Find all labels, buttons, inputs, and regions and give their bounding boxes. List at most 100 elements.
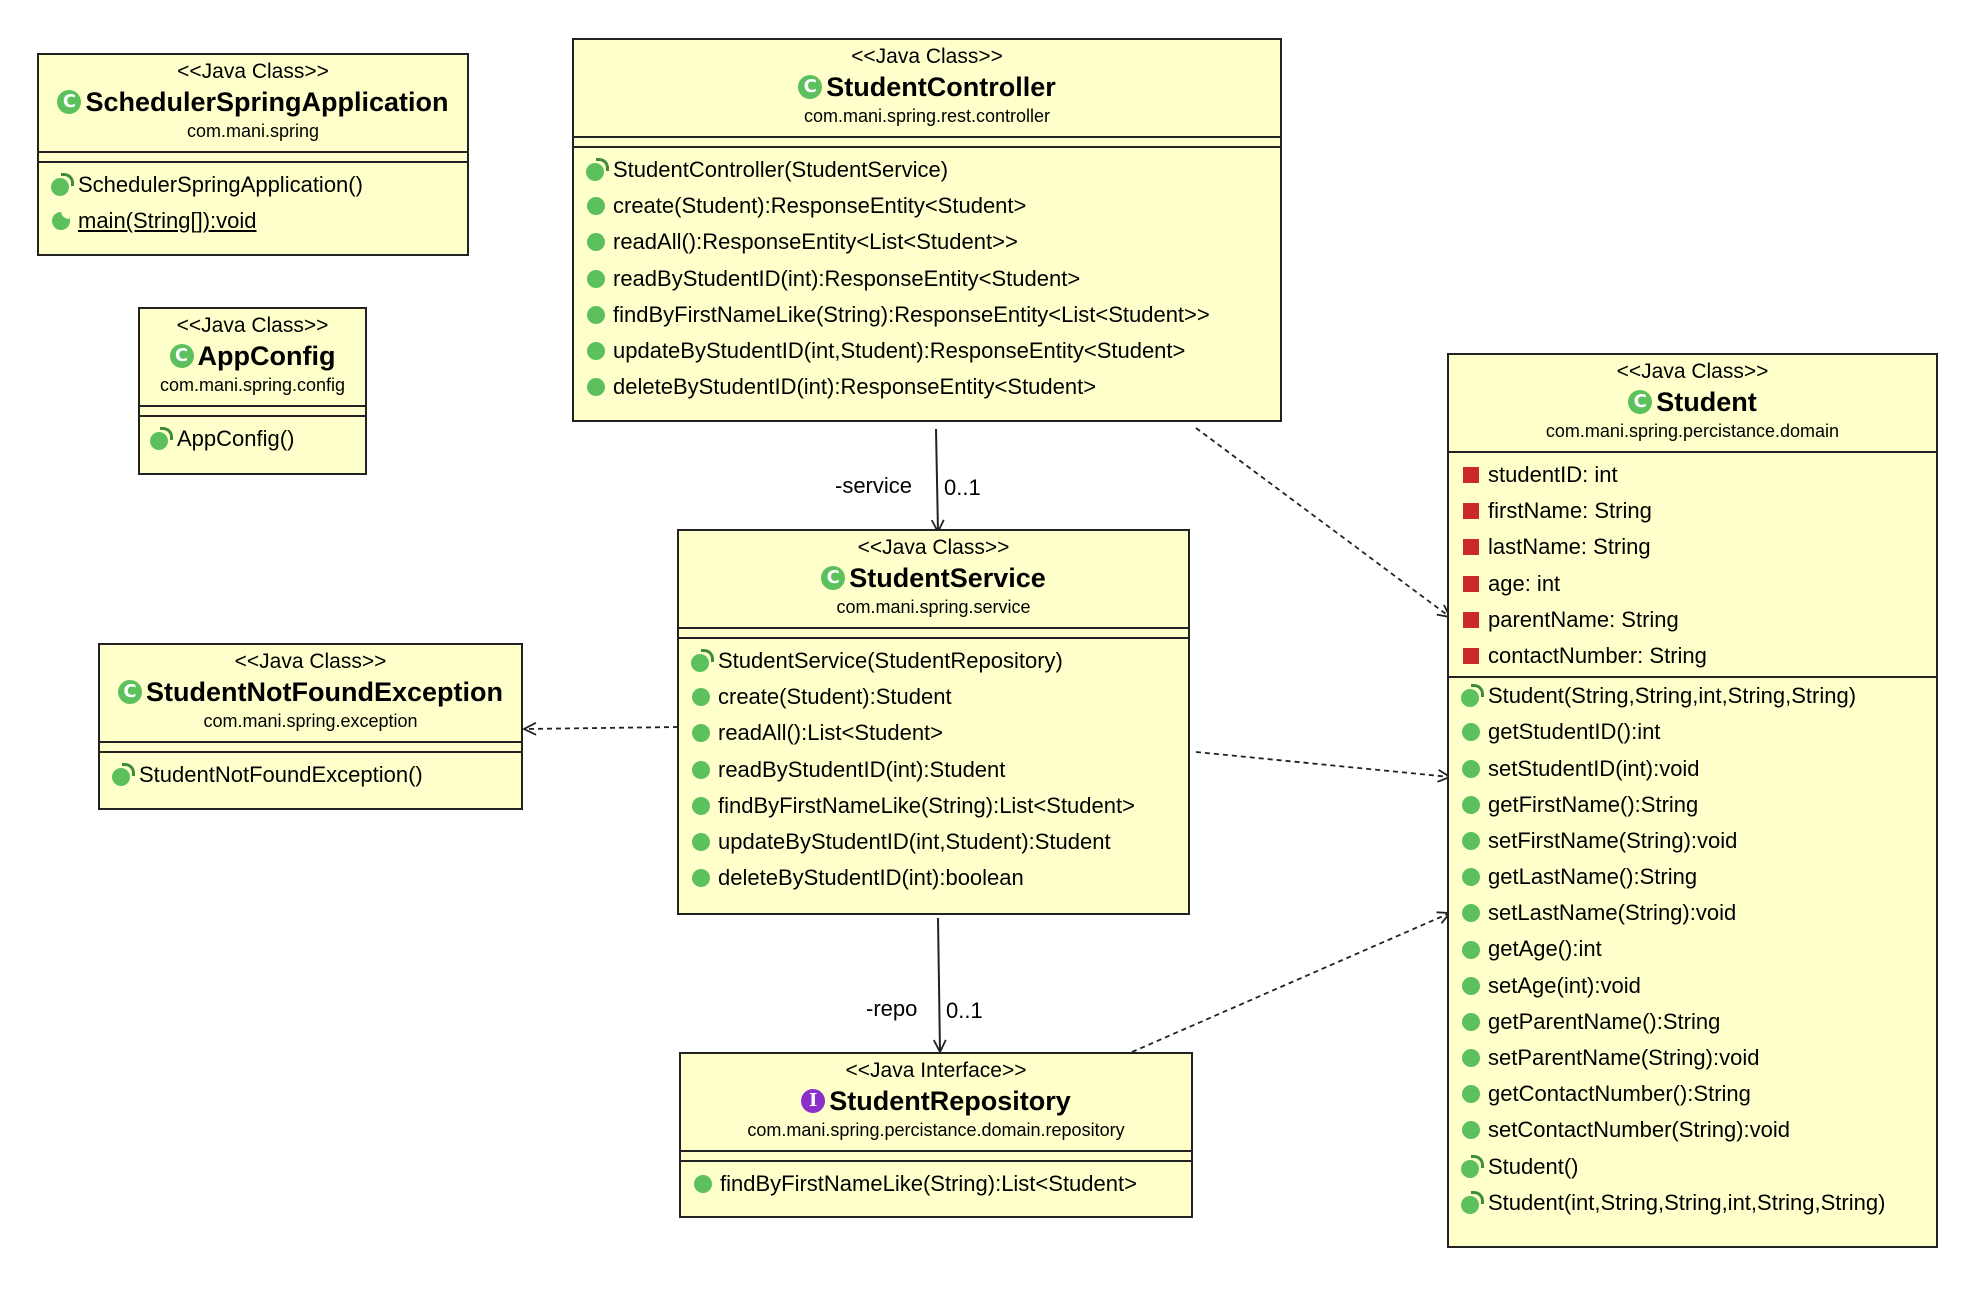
interface-name: I StudentRepository [681,1084,1191,1118]
association-role-repo: -repo [866,996,918,1021]
methods-compartment: Student(String,String,int,String,String)… [1449,678,1936,1225]
public-method-icon [691,796,711,816]
constructor-icon [691,649,714,673]
method-row: setAge(int):void [1461,968,1936,1004]
class-name: C SchedulerSpringApplication [39,85,467,119]
private-field-icon [1461,574,1481,594]
static-method-icon [51,211,71,231]
divider [574,136,1280,148]
method-row: getStudentID():int [1461,714,1936,750]
class-name: C StudentService [679,561,1188,595]
public-method-icon [691,687,711,707]
public-method-icon [586,196,606,216]
method-row: findByFirstNameLike(String):ResponseEnti… [586,297,1280,333]
method-row: setContactNumber(String):void [1461,1112,1936,1148]
class-student[interactable]: <<Java Class>> C Student com.mani.spring… [1447,353,1938,1248]
stereotype: <<Java Class>> [176,314,329,337]
method-row: getContactNumber():String [1461,1076,1936,1112]
public-method-icon [691,868,711,888]
constructor-icon [1461,684,1484,708]
class-icon: C [821,566,846,590]
public-method-icon [586,377,606,397]
method-row: updateByStudentID(int,Student):Student [691,824,1188,860]
method-row: readByStudentID(int):Student [691,752,1188,788]
constructor-icon [51,173,74,197]
class-icon: C [798,75,823,99]
package-name: com.mani.spring.percistance.domain [1545,421,1840,441]
method-row: getFirstName():String [1461,787,1936,823]
divider [39,151,467,163]
public-method-icon [1461,831,1481,851]
method-row: getParentName():String [1461,1004,1936,1040]
stereotype: <<Java Class>> [1616,360,1769,383]
field-row: studentID: int [1461,457,1936,493]
constructor-icon [112,763,135,787]
public-method-icon [693,1174,713,1194]
field-row: firstName: String [1461,493,1936,529]
divider [1449,451,1936,453]
divider [140,405,365,417]
stereotype: <<Java Class>> [234,650,387,673]
constructor-icon [150,427,173,451]
stereotype: <<Java Class>> [857,536,1010,559]
class-student-service[interactable]: <<Java Class>> C StudentService com.mani… [677,529,1190,915]
package-name: com.mani.spring.service [836,597,1031,617]
public-method-icon [691,723,711,743]
class-scheduler-spring-application[interactable]: <<Java Class>> C SchedulerSpringApplicat… [37,53,469,256]
constructor-icon [586,158,609,182]
association-service-repository [938,917,940,1052]
private-field-icon [1461,646,1481,666]
interface-icon: I [801,1089,826,1113]
public-method-icon [1461,1084,1481,1104]
interface-student-repository[interactable]: <<Java Interface>> I StudentRepository c… [679,1052,1193,1218]
private-field-icon [1461,501,1481,521]
class-student-controller[interactable]: <<Java Class>> C StudentController com.m… [572,38,1282,422]
package-name: com.mani.spring.config [159,375,346,395]
public-method-icon [1461,1120,1481,1140]
public-method-icon [1461,903,1481,923]
public-method-icon [1461,867,1481,887]
public-method-icon [1461,940,1481,960]
method-row: findByFirstNameLike(String):List<Student… [693,1166,1191,1202]
method-row: Student(int,String,String,int,String,Str… [1461,1185,1936,1221]
method-row: setFirstName(String):void [1461,823,1936,859]
method-row: deleteByStudentID(int):boolean [691,860,1188,896]
class-student-not-found-exception[interactable]: <<Java Class>> C StudentNotFoundExceptio… [98,643,523,810]
class-icon: C [57,90,82,114]
method-row: readByStudentID(int):ResponseEntity<Stud… [586,261,1280,297]
method-row: setStudentID(int):void [1461,751,1936,787]
method-row: readAll():ResponseEntity<List<Student>> [586,224,1280,260]
public-method-icon [586,341,606,361]
package-name: com.mani.spring [186,121,320,141]
association-multiplicity-service: 0..1 [944,475,981,500]
constructor-icon [1461,1154,1484,1178]
class-name: C StudentController [574,70,1280,104]
public-method-icon [586,232,606,252]
public-method-icon [691,832,711,852]
stereotype: <<Java Class>> [177,60,329,83]
divider [1449,676,1936,679]
method-row: getLastName():String [1461,859,1936,895]
private-field-icon [1461,537,1481,557]
method-row: create(Student):ResponseEntity<Student> [586,188,1280,224]
public-method-icon [586,305,606,325]
class-name: C StudentNotFoundException [100,675,521,709]
private-field-icon [1461,610,1481,630]
methods-compartment: findByFirstNameLike(String):List<Student… [681,1162,1191,1206]
method-row: updateByStudentID(int,Student):ResponseE… [586,333,1280,369]
association-multiplicity-repo: 0..1 [946,998,983,1023]
public-method-icon [1461,759,1481,779]
association-controller-service [936,428,938,532]
private-field-icon [1461,465,1481,485]
divider [681,1150,1191,1162]
field-row: parentName: String [1461,602,1936,638]
package-name: com.mani.spring.exception [203,711,418,731]
methods-compartment: AppConfig() [140,417,365,461]
field-row: contactNumber: String [1461,638,1936,674]
method-row: getAge():int [1461,931,1936,967]
method-row: AppConfig() [150,421,365,457]
class-app-config[interactable]: <<Java Class>> C AppConfig com.mani.spri… [138,307,367,475]
method-row: main(String[]):void [51,203,467,239]
method-row: readAll():List<Student> [691,715,1188,751]
